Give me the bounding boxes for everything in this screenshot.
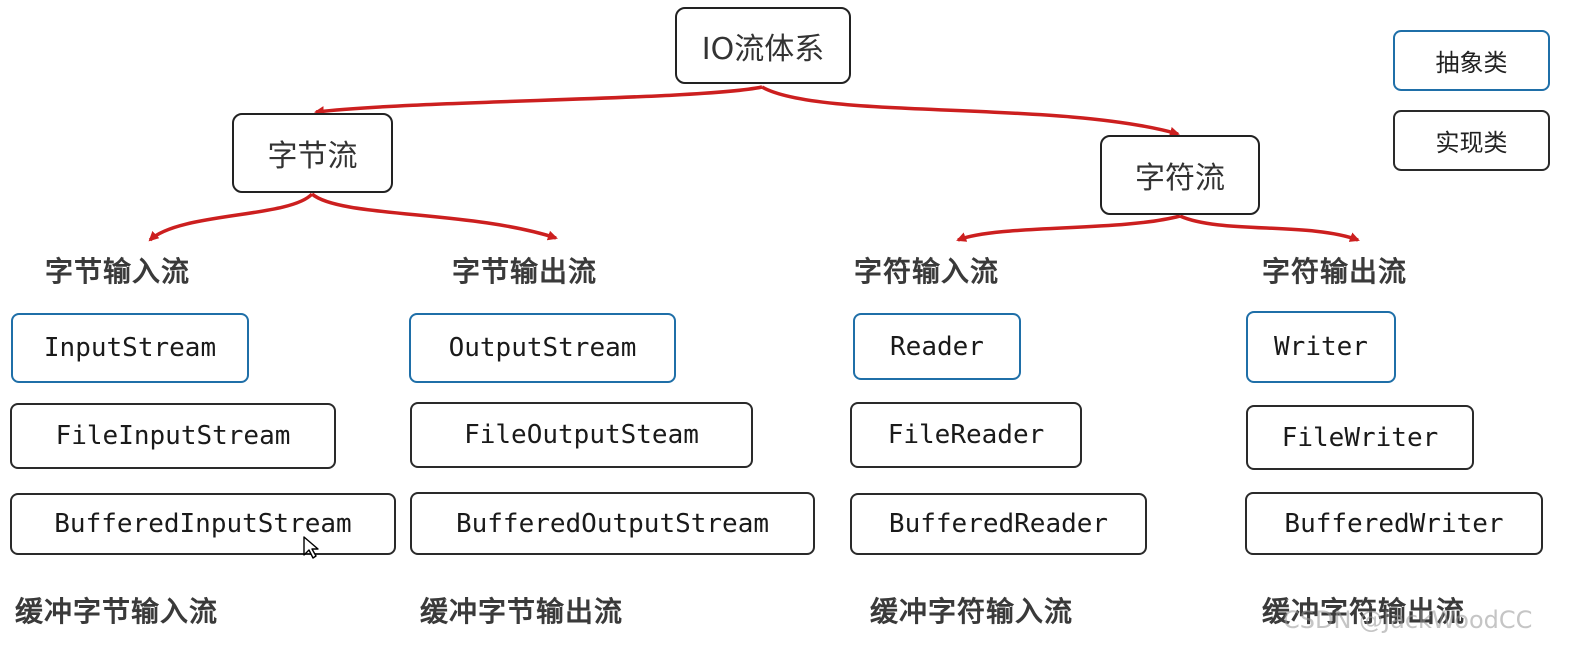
legend-impl-class: 实现类 [1393, 110, 1550, 171]
impl-class-box: FileWriter [1246, 405, 1474, 470]
heading-byte-input: 字节输入流 [45, 255, 191, 288]
caption-buffered-char-input: 缓冲字符输入流 [870, 595, 1074, 628]
watermark-text: CSDN @JackWoodCC [1283, 606, 1533, 634]
abstract-class-box: InputStream [11, 313, 249, 383]
impl-class-box: FileReader [850, 402, 1082, 468]
caption-buffered-byte-output: 缓冲字节输出流 [420, 595, 624, 628]
impl-class-box: BufferedOutputStream [410, 492, 815, 555]
abstract-class-box: OutputStream [409, 313, 676, 383]
arrow-char-to-input [956, 214, 1181, 242]
caption-buffered-byte-input: 缓冲字节输入流 [15, 595, 219, 628]
char-stream-node: 字符流 [1100, 135, 1260, 215]
root-node: IO流体系 [675, 7, 851, 84]
caption-buffered-char-output: 缓冲字符输出流 [1262, 595, 1466, 628]
impl-class-box: FileOutputSteam [410, 402, 753, 468]
impl-class-box: FileInputStream [10, 403, 336, 469]
byte-stream-node: 字节流 [232, 113, 393, 193]
arrow-root-to-char [761, 85, 1180, 137]
impl-class-box: BufferedReader [850, 493, 1147, 555]
impl-class-box: BufferedWriter [1245, 492, 1543, 555]
legend-abstract-class: 抽象类 [1393, 30, 1550, 91]
abstract-class-box: Reader [853, 313, 1021, 380]
heading-char-input: 字符输入流 [854, 255, 1000, 288]
arrow-byte-to-output [310, 192, 558, 241]
mouse-cursor-icon [303, 536, 319, 559]
impl-class-box: BufferedInputStream [10, 493, 396, 555]
arrow-byte-to-input [148, 192, 314, 242]
arrow-root-to-byte [314, 85, 763, 117]
arrow-char-to-output [1179, 214, 1360, 242]
heading-char-output: 字符输出流 [1262, 255, 1408, 288]
heading-byte-output: 字节输出流 [452, 255, 598, 288]
abstract-class-box: Writer [1246, 311, 1396, 383]
